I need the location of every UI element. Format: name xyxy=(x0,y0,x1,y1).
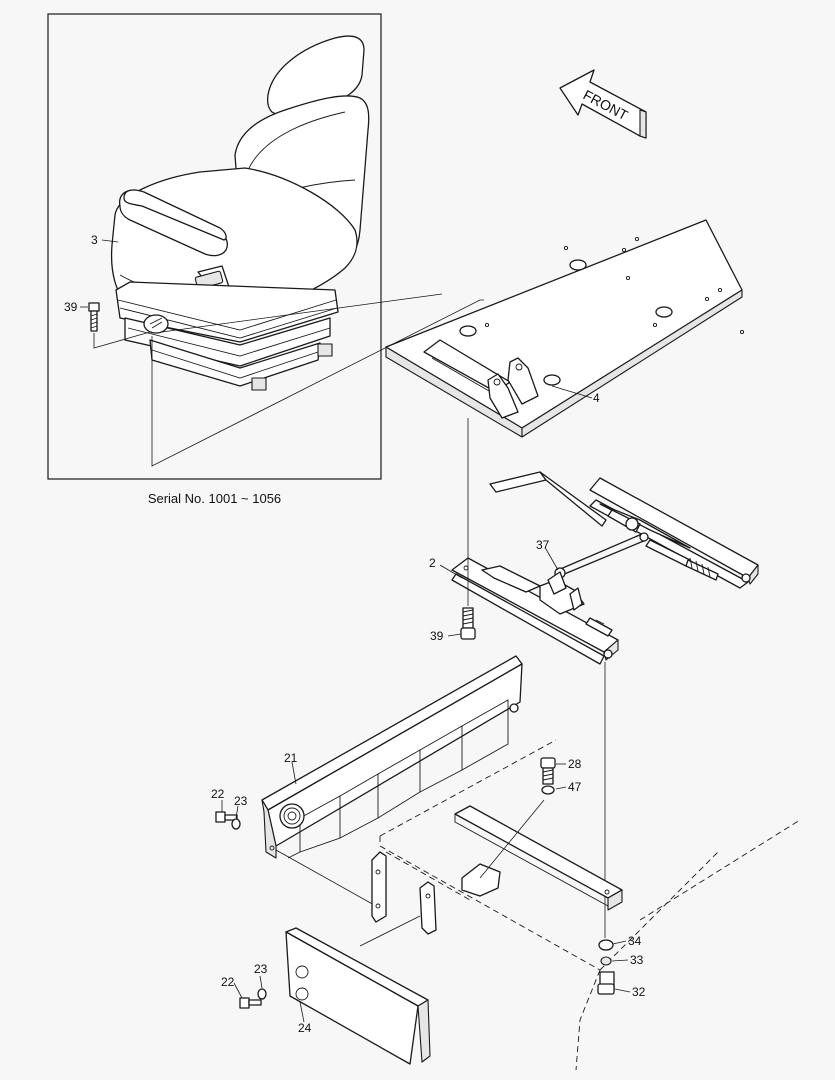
callout-28: 28 xyxy=(568,757,582,771)
inset-caption: Serial No. 1001 ~ 1056 xyxy=(147,491,282,506)
callout-22-upper: 22 xyxy=(211,787,225,801)
callout-22-lower: 22 xyxy=(221,975,235,989)
callout-34: 34 xyxy=(628,934,642,948)
callout-4: 4 xyxy=(593,391,600,405)
slide-rail-2 xyxy=(451,557,619,665)
seat-bolt-39 xyxy=(88,302,100,332)
callout-37: 37 xyxy=(536,538,550,552)
front-panel-21 xyxy=(261,655,523,859)
seat-part-3 xyxy=(110,35,370,391)
callout-23-lower: 23 xyxy=(254,962,268,976)
link-rod-37 xyxy=(554,532,649,579)
callout-3: 3 xyxy=(91,233,98,247)
callout-33: 33 xyxy=(630,953,644,967)
inset-frame xyxy=(47,13,382,480)
slide-rail-right xyxy=(489,471,759,589)
frame-outline xyxy=(371,739,801,1071)
rail-bolt-39 xyxy=(460,607,476,640)
panel-bolt-22-upper xyxy=(215,811,241,830)
callout-24: 24 xyxy=(298,1021,312,1035)
seat-plate-4 xyxy=(385,219,745,438)
callout-39-upper: 39 xyxy=(64,300,78,314)
callout-47: 47 xyxy=(568,780,582,794)
lower-hardware xyxy=(597,939,615,995)
front-arrow: FRONT xyxy=(559,69,647,139)
cover-bolt-22 xyxy=(239,988,267,1009)
cover-plate-24 xyxy=(285,927,431,1065)
callout-39-lower: 39 xyxy=(430,629,444,643)
mount-bolt-28 xyxy=(540,757,556,785)
callout-23-upper: 23 xyxy=(234,794,248,808)
callout-21: 21 xyxy=(284,751,298,765)
callout-32: 32 xyxy=(632,985,646,999)
callout-2: 2 xyxy=(429,556,436,570)
mount-washer-47 xyxy=(541,785,555,795)
